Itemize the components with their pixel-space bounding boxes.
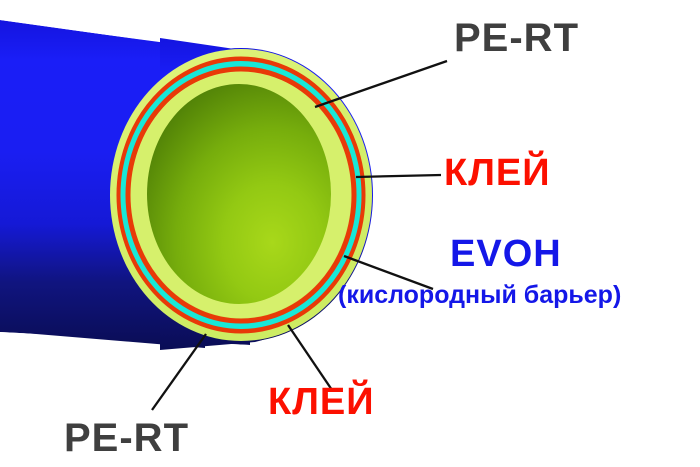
label-adhesive-right: КЛЕЙ [444, 152, 551, 194]
label-evoh: EVOH [450, 233, 562, 275]
leader-pert-bottom-line [151, 333, 207, 411]
leader-glue-bottom-line [287, 324, 333, 391]
label-evoh-sublabel: (кислородный барьер) [338, 281, 622, 309]
layer-adhesive-inner [125, 66, 357, 324]
pipe-bore-opening [147, 84, 331, 304]
leader-pert-top-line [314, 59, 448, 109]
label-pert-top: PE-RT [454, 16, 579, 60]
leader-evoh-line [343, 254, 434, 291]
leader-glue-right-line [355, 173, 442, 179]
layer-evoh-barrier [120, 61, 362, 329]
label-adhesive-bottom: КЛЕЙ [268, 381, 375, 423]
layer-adhesive-outer [116, 56, 366, 334]
label-pert-bottom: PE-RT [64, 416, 189, 460]
